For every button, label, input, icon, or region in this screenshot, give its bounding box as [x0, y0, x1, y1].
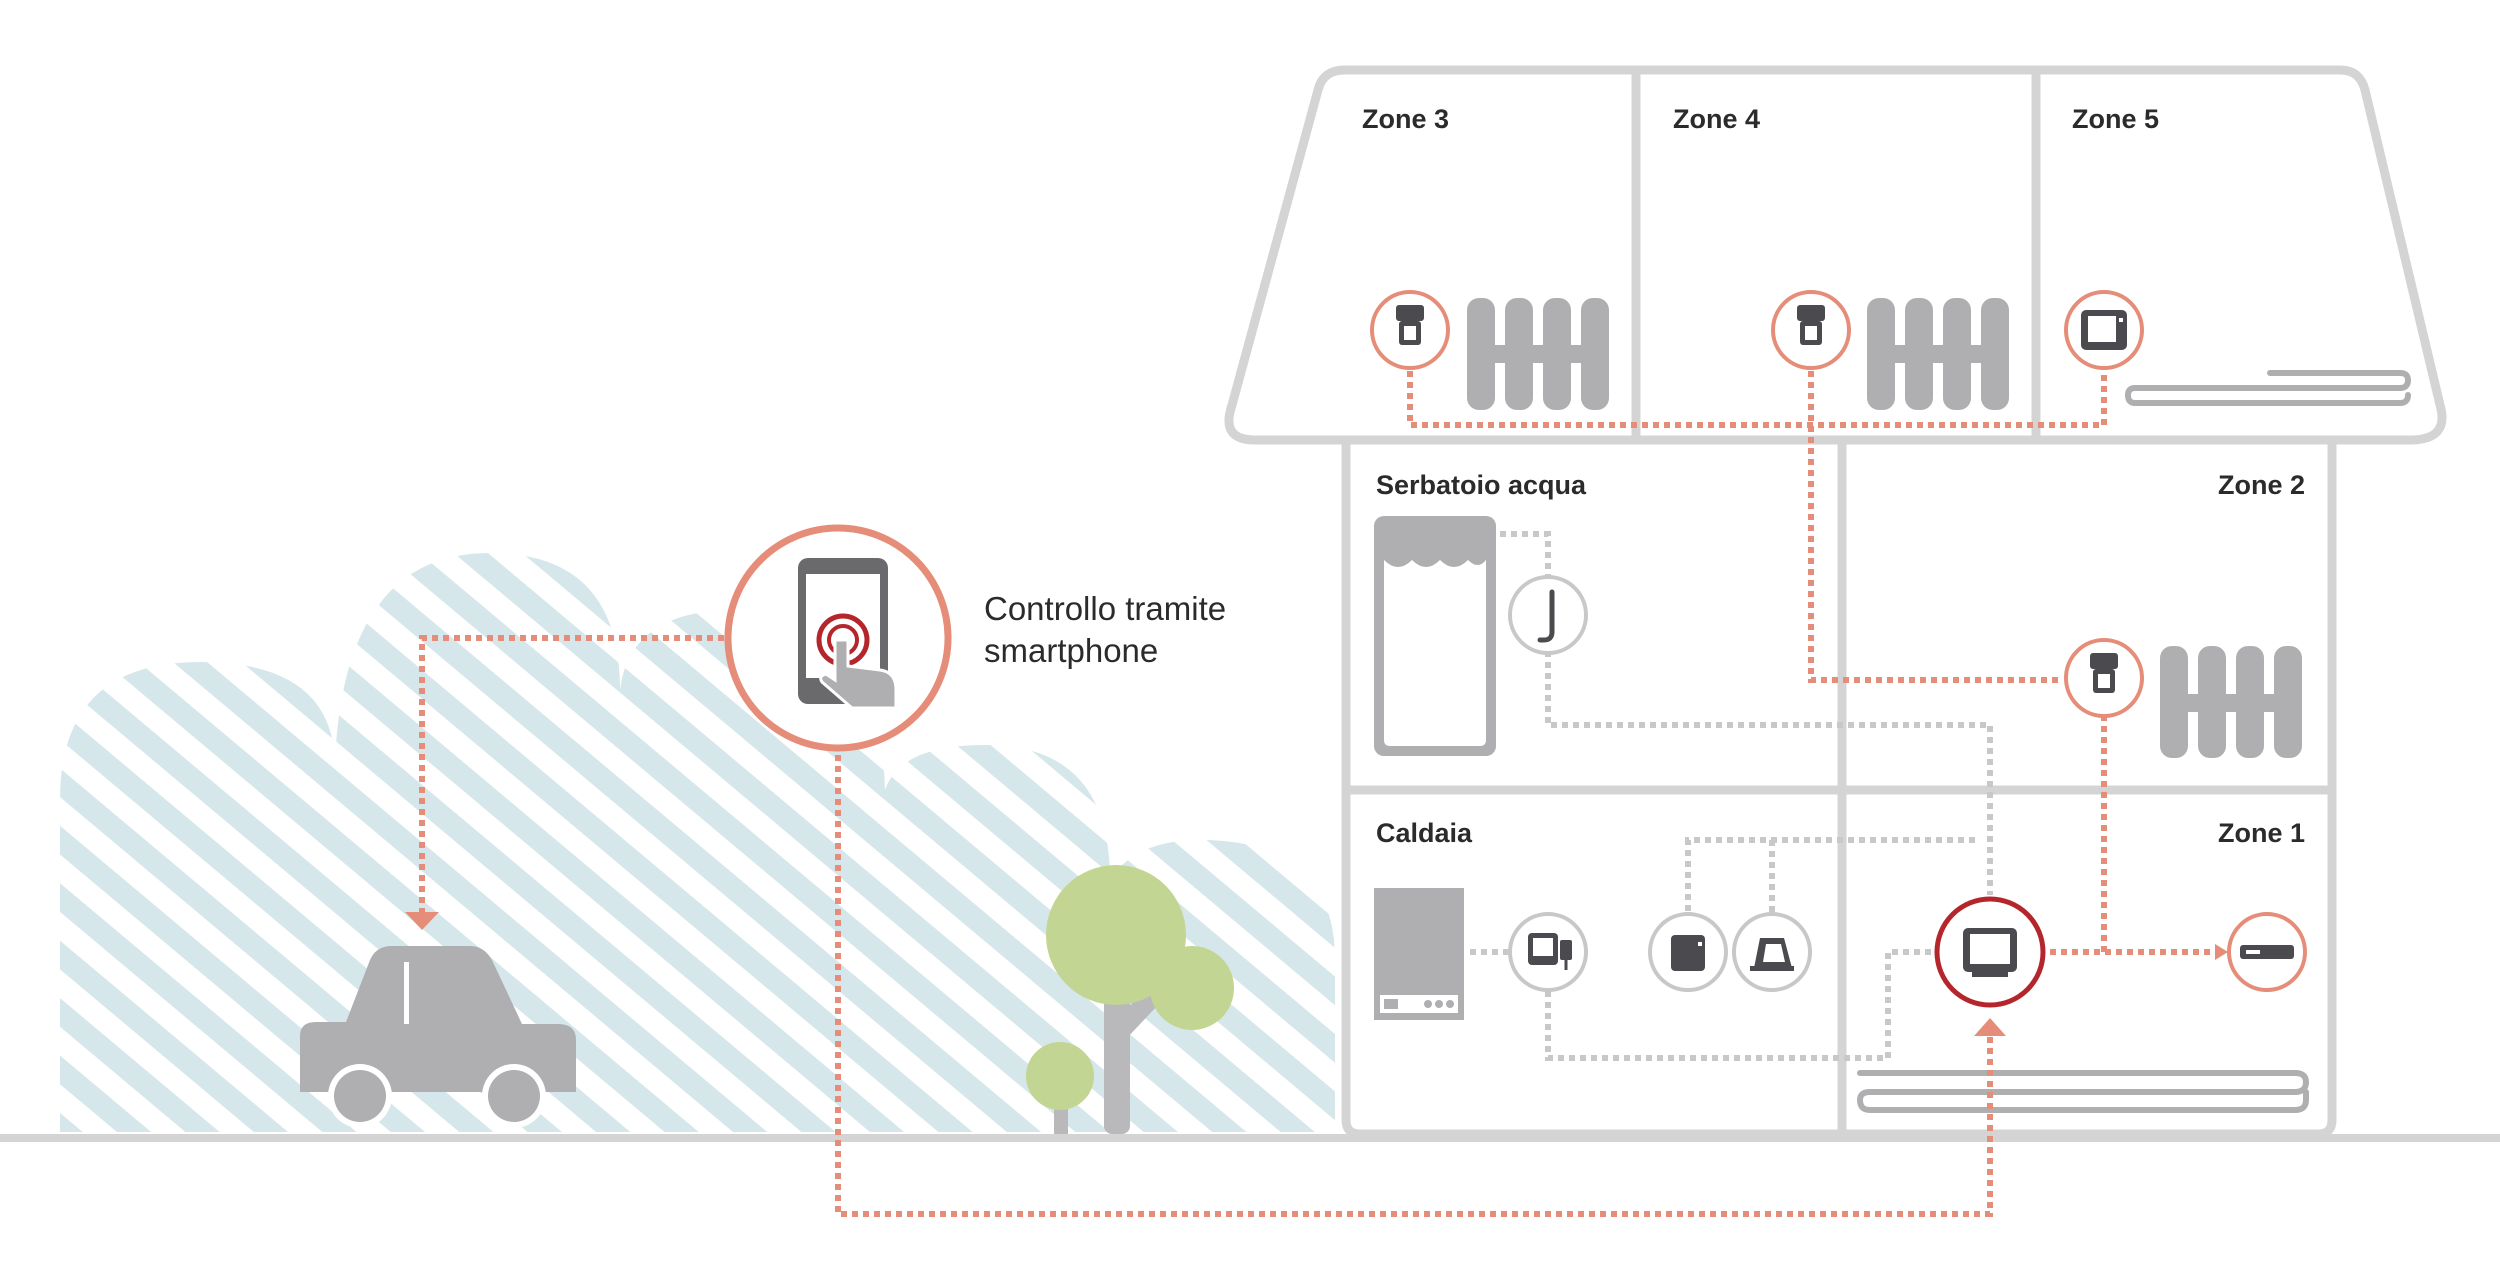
boiler-label: Caldaia [1376, 818, 1473, 848]
water-tank-label: Serbatoio acqua [1376, 470, 1587, 500]
smartphone-touch-icon [724, 524, 952, 752]
zone4-label: Zone 4 [1673, 104, 1761, 134]
thermostat-head-icon [1771, 290, 1851, 370]
thermostat-head-icon [2064, 638, 2144, 718]
radiator-icon [1867, 298, 2009, 410]
radiator-icon [1467, 298, 1609, 410]
smartphone-caption: Controllo tramite smartphone [984, 588, 1226, 672]
arrow-to-boiler-unit [1974, 1018, 2006, 1036]
control-unit-icon [1508, 912, 1588, 992]
underfloor-heating-icon [1856, 1070, 2310, 1113]
water-tank-icon [1374, 516, 1496, 756]
zone3-label: Zone 3 [1362, 104, 1450, 134]
smartphone-caption-line1: Controllo tramite [984, 590, 1227, 627]
zone1-label: Zone 1 [2218, 818, 2306, 848]
car-icon [300, 946, 576, 1128]
relay-box-icon [2227, 912, 2307, 992]
thermostat-head-icon [1370, 290, 1450, 370]
underfloor-heating-icon [2124, 370, 2412, 406]
relay-box-icon [1648, 912, 1728, 992]
wireless-links [419, 360, 2215, 1217]
zone2-label: Zone 2 [2218, 470, 2306, 500]
tree-icon [1026, 865, 1234, 1134]
control-unit-icon [1934, 896, 2046, 1008]
smartphone-caption-line2: smartphone [984, 632, 1159, 669]
radiator-icon [2160, 646, 2302, 758]
wall-thermostat-icon [2064, 290, 2144, 370]
arrow-to-relay [2215, 944, 2228, 960]
ground-line [0, 1134, 2500, 1142]
router-icon [1732, 912, 1812, 992]
wired-links [1470, 531, 1993, 1061]
boiler-icon [1374, 888, 1464, 1020]
arrow-to-car [405, 912, 439, 930]
sensor-probe-icon [1508, 575, 1588, 655]
zone5-label: Zone 5 [2072, 104, 2160, 134]
house [1224, 65, 2447, 1139]
